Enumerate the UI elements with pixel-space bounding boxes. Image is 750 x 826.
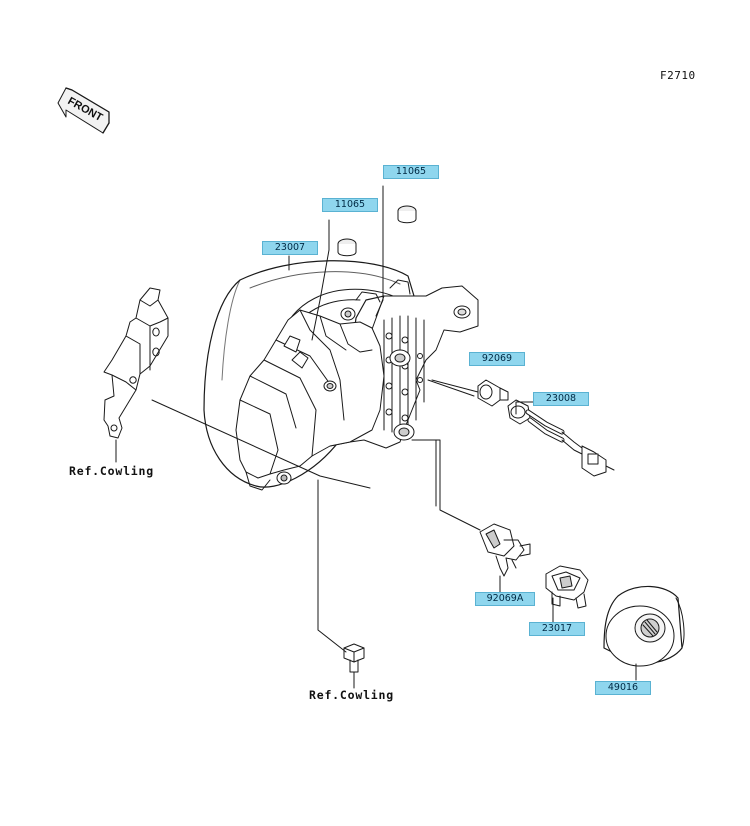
headlight-bulb bbox=[479, 523, 531, 577]
headlight-assembly bbox=[203, 260, 479, 491]
part-callout-11065-upper[interactable]: 11065 bbox=[383, 165, 439, 179]
part-callout-49016[interactable]: 49016 bbox=[595, 681, 651, 695]
pilot-socket-harness bbox=[507, 399, 615, 477]
mounting-bracket bbox=[103, 287, 169, 439]
part-callout-11065-lower[interactable]: 11065 bbox=[322, 198, 378, 212]
mounting-bolt bbox=[343, 643, 365, 673]
adjuster-cap-lower bbox=[337, 238, 357, 257]
part-callout-92069A[interactable]: 92069A bbox=[475, 592, 535, 606]
part-callout-23008[interactable]: 23008 bbox=[533, 392, 589, 406]
bulb-socket bbox=[545, 565, 589, 609]
pilot-bulb bbox=[477, 379, 509, 407]
ref-cowling-left: Ref.Cowling bbox=[69, 464, 154, 478]
part-callout-23017[interactable]: 23017 bbox=[529, 622, 585, 636]
adjuster-cap-upper bbox=[397, 205, 417, 224]
front-arrow-icon: FRONT bbox=[57, 87, 110, 134]
part-callout-92069[interactable]: 92069 bbox=[469, 352, 525, 366]
figure-id: F2710 bbox=[660, 69, 696, 82]
leader-lines bbox=[115, 185, 637, 689]
part-callout-23007[interactable]: 23007 bbox=[262, 241, 318, 255]
ref-cowling-bottom: Ref.Cowling bbox=[309, 688, 394, 702]
rubber-cover bbox=[603, 585, 685, 667]
